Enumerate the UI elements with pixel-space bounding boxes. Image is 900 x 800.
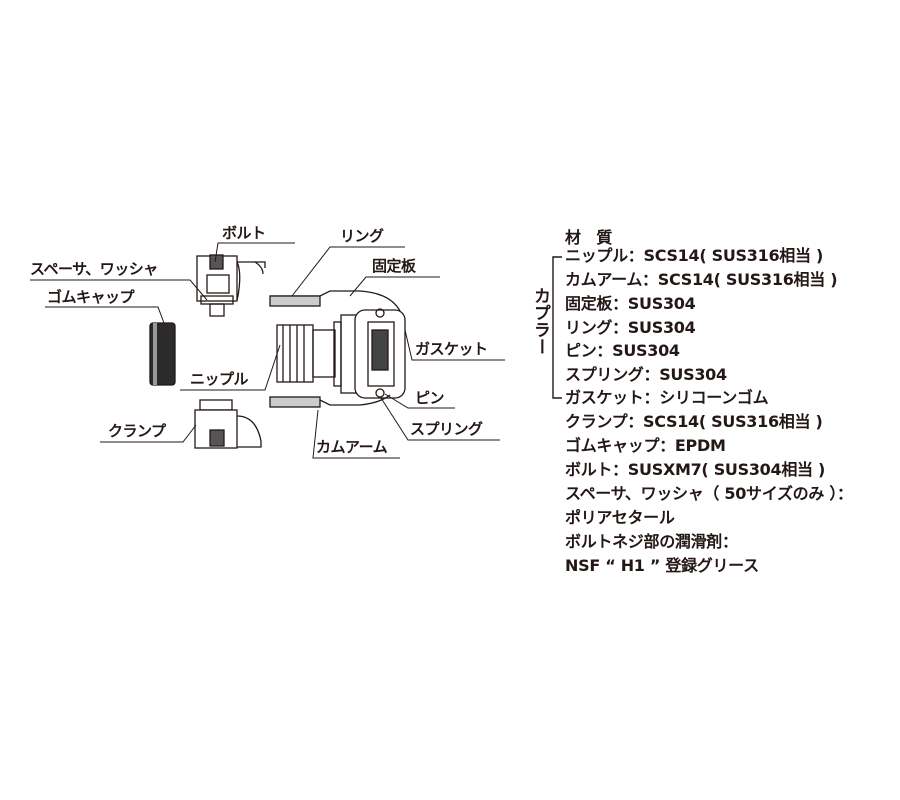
- material-item: ガスケット：シリコーンゴム: [565, 388, 769, 407]
- label-spring: スプリング: [410, 420, 483, 438]
- label-spacer-washer: スペーサ、ワッシャ: [30, 260, 158, 278]
- material-item: リング：SUS304: [565, 318, 696, 337]
- label-ring: リング: [340, 227, 384, 245]
- material-item: クランプ：SCS14( SUS316相当 ): [565, 412, 823, 431]
- material-item: ポリアセタール: [565, 508, 675, 527]
- material-item: スペーサ、ワッシャ（ 50サイズのみ ）：: [565, 484, 853, 503]
- label-clamp: クランプ: [108, 422, 166, 440]
- label-fixed-plate: 固定板: [372, 257, 416, 275]
- leader-lines: [30, 242, 562, 459]
- label-nipple: ニップル: [190, 370, 249, 388]
- material-item: ボルト：SUSXM7( SUS304相当 ): [565, 460, 826, 479]
- coupler-group-label: カプラー: [529, 287, 550, 361]
- label-bolt: ボルト: [222, 224, 266, 242]
- material-item: NSF “ H1 ” 登録グリース: [565, 556, 759, 575]
- bottom-clamp-part: [194, 399, 262, 449]
- material-item: ニップル：SCS14( SUS316相当 ): [565, 246, 823, 265]
- material-item: ボルトネジ部の潤滑剤：: [565, 532, 738, 551]
- coupler-group-text: カプラー: [530, 287, 550, 355]
- label-gasket: ガスケット: [415, 340, 488, 358]
- material-item: ピン：SUS304: [565, 341, 680, 360]
- label-rubber-cap: ゴムキャップ: [47, 288, 135, 306]
- material-item: ゴムキャップ：EPDM: [565, 436, 726, 455]
- label-cam-arm: カムアーム: [316, 438, 388, 456]
- label-pin: ピン: [415, 389, 445, 407]
- nipple-part: [276, 314, 360, 394]
- top-clamp-part: [196, 254, 266, 317]
- material-item: スプリング：SUS304: [565, 365, 727, 384]
- material-item: カムアーム：SCS14( SUS316相当 ): [565, 270, 838, 289]
- materials-heading: 材 質: [565, 228, 613, 247]
- rubber-cap-part: [149, 322, 176, 386]
- material-item: 固定板：SUS304: [565, 294, 696, 313]
- coupler-body-part: [269, 290, 406, 408]
